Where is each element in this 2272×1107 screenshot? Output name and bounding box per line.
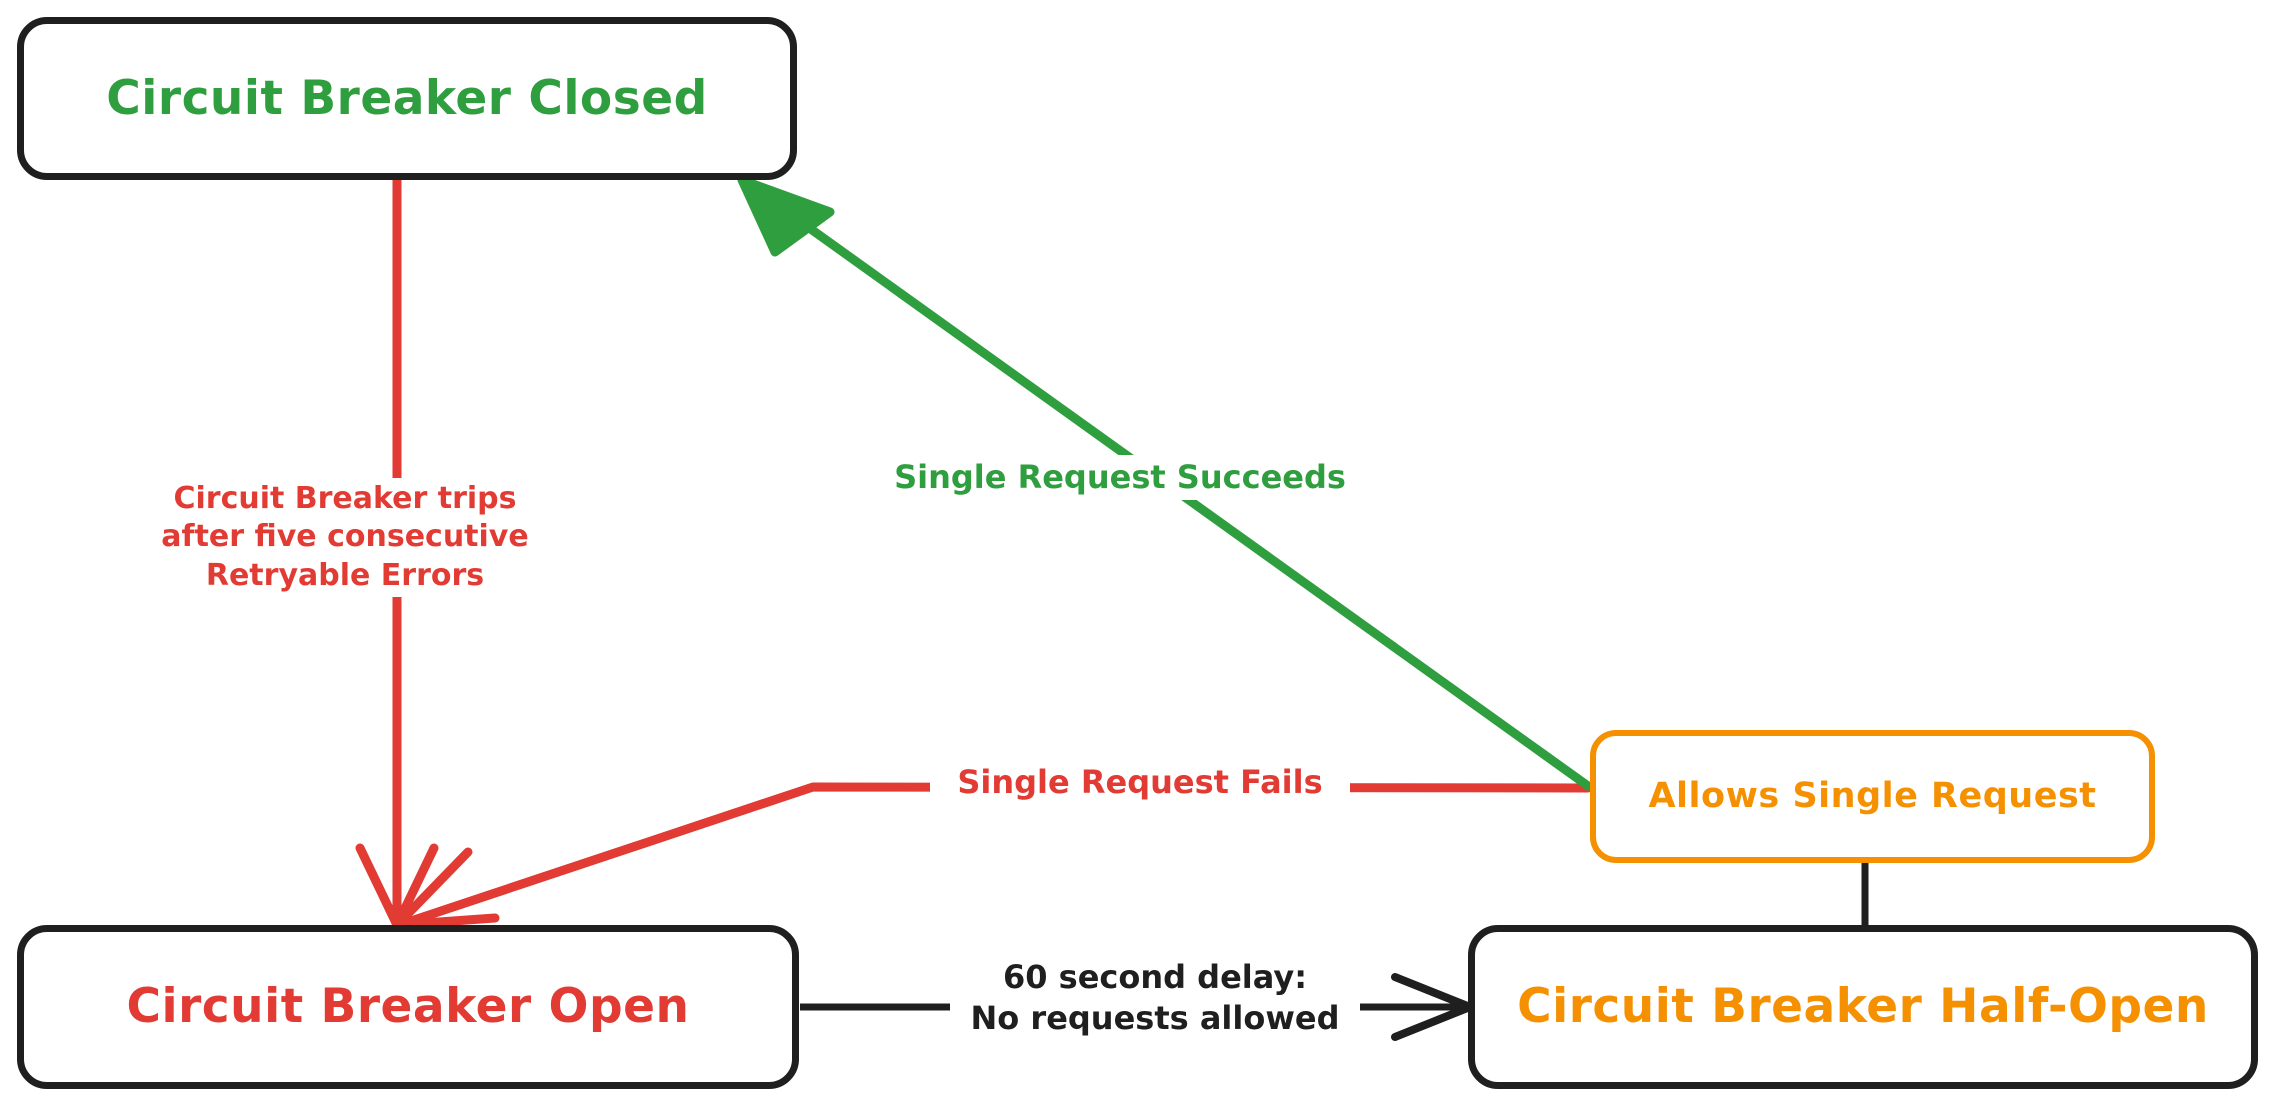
node-label-open: Circuit Breaker Open (126, 979, 690, 1035)
edge-label-sixty-second-delay: 60 second delay: No requests allowed (950, 955, 1360, 1041)
node-circuit-breaker-half-open[interactable]: Circuit Breaker Half-Open (1468, 925, 2258, 1089)
node-label-allows-single-request: Allows Single Request (1648, 776, 2097, 817)
node-allows-single-request[interactable]: Allows Single Request (1590, 730, 2155, 863)
edge-label-single-request-succeeds: Single Request Succeeds (880, 455, 1360, 500)
edge-label-circuit-breaker-trips: Circuit Breaker trips after five consecu… (150, 478, 540, 598)
node-label-closed: Circuit Breaker Closed (106, 70, 708, 126)
node-circuit-breaker-open[interactable]: Circuit Breaker Open (17, 925, 799, 1089)
node-circuit-breaker-closed[interactable]: Circuit Breaker Closed (17, 17, 797, 180)
edge-allows-to-open (392, 782, 1593, 930)
node-label-half-open: Circuit Breaker Half-Open (1517, 979, 2209, 1035)
edge-label-single-request-fails: Single Request Fails (930, 760, 1350, 805)
